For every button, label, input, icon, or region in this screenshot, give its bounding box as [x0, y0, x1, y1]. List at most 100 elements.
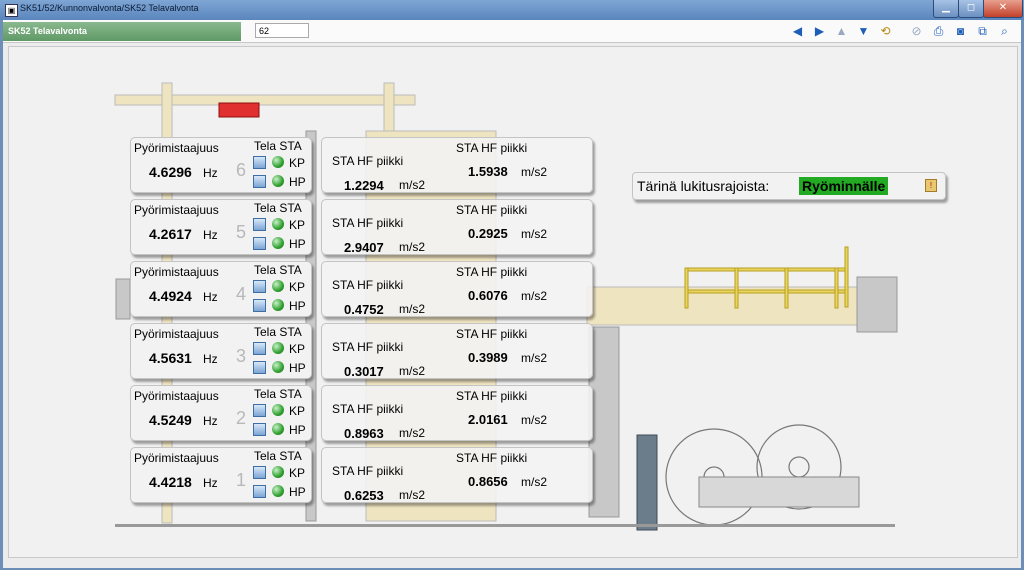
- history-icon: ⟲: [880, 24, 891, 38]
- hf-peak-label: STA HF piikki: [332, 216, 404, 230]
- frequency-label: Pyörimistaajuus: [134, 389, 219, 403]
- hf-peak-label: STA HF piikki: [456, 265, 528, 279]
- trend-chart-icon[interactable]: [253, 466, 266, 479]
- ms2-unit: m/s2: [521, 289, 548, 303]
- hf-peak-right-value: 0.3989: [468, 350, 508, 365]
- print-button[interactable]: ⎙: [930, 23, 947, 39]
- ms2-unit: m/s2: [521, 165, 548, 179]
- hf-peak-right-value: 0.6076: [468, 288, 508, 303]
- location-input[interactable]: 62: [255, 23, 309, 38]
- trend-chart-icon[interactable]: [253, 218, 266, 231]
- hf-peak-label: STA HF piikki: [332, 340, 404, 354]
- history-button[interactable]: ⟲: [877, 23, 894, 39]
- trend-chart-icon[interactable]: [253, 299, 266, 312]
- back-button[interactable]: ◀: [789, 23, 806, 39]
- ms2-unit: m/s2: [399, 364, 426, 378]
- hf-peak-label: STA HF piikki: [332, 402, 404, 416]
- find-icon: ⌕: [1001, 24, 1008, 38]
- trend-chart-icon[interactable]: [253, 342, 266, 355]
- find-button[interactable]: ⌕: [996, 23, 1013, 39]
- hf-peak-label: STA HF piikki: [332, 464, 404, 478]
- hz-unit: Hz: [203, 166, 218, 180]
- hz-unit: Hz: [203, 228, 218, 242]
- maximize-icon: ◻: [966, 2, 976, 13]
- frequency-label: Pyörimistaajuus: [134, 203, 219, 217]
- hf-peak-label: STA HF piikki: [456, 203, 528, 217]
- refresh-button[interactable]: ⊘: [908, 23, 925, 39]
- forward-button[interactable]: ▶: [811, 23, 828, 39]
- kp-label: KP: [289, 280, 306, 294]
- hf-peak-left-value: 0.3017: [344, 364, 384, 379]
- kp-label: KP: [289, 404, 306, 418]
- ms2-unit: m/s2: [521, 475, 548, 489]
- kp-status-icon: [272, 218, 284, 230]
- kp-status-icon: [272, 280, 284, 292]
- hz-unit: Hz: [203, 414, 218, 428]
- trend-chart-icon[interactable]: [253, 156, 266, 169]
- frequency-value: 4.5631: [149, 350, 192, 366]
- kp-label: KP: [289, 156, 306, 170]
- hp-label: HP: [289, 237, 306, 251]
- hp-label: HP: [289, 361, 306, 375]
- hf-peak-left-value: 1.2294: [344, 178, 384, 193]
- hf-peak-right-value: 1.5938: [468, 164, 508, 179]
- ms2-unit: m/s2: [399, 426, 426, 440]
- minimize-button[interactable]: ▁: [933, 0, 959, 18]
- trend-chart-icon[interactable]: [253, 423, 266, 436]
- camera-button[interactable]: ◙: [952, 23, 969, 39]
- up-button[interactable]: ▲: [833, 23, 850, 39]
- hf-peak-label: STA HF piikki: [456, 451, 528, 465]
- client-area: SK52 Telavalvonta 62 ◀ ▶ ▲ ▼ ⟲ ⊘ ⎙ ◙ ⧉ ⌕: [3, 20, 1021, 568]
- hp-status-icon: [272, 237, 284, 249]
- compare-button[interactable]: ⧉: [974, 23, 991, 39]
- roll-number: 5: [236, 222, 247, 242]
- hp-status-icon: [272, 485, 284, 497]
- tela-sta-label: Tela STA: [254, 325, 302, 339]
- hp-label: HP: [289, 175, 306, 189]
- ms2-unit: m/s2: [399, 178, 426, 192]
- hf-peak-left-value: 0.4752: [344, 302, 384, 317]
- breadcrumb[interactable]: SK52 Telavalvonta: [3, 22, 241, 41]
- trend-chart-icon[interactable]: [253, 361, 266, 374]
- maximize-button[interactable]: ◻: [958, 0, 984, 18]
- alarm-note-icon[interactable]: !: [925, 179, 937, 192]
- tela-sta-label: Tela STA: [254, 201, 302, 215]
- window-title: SK51/52/Kunnonvalvonta/SK52 Telavalvonta: [20, 3, 199, 13]
- hf-peak-label: STA HF piikki: [332, 154, 404, 168]
- hp-status-icon: [272, 423, 284, 435]
- trend-chart-icon[interactable]: [253, 237, 266, 250]
- camera-icon: ◙: [956, 24, 965, 38]
- hf-peak-right-value: 0.2925: [468, 226, 508, 241]
- tela-sta-label: Tela STA: [254, 263, 302, 277]
- trend-chart-icon[interactable]: [253, 175, 266, 188]
- kp-status-icon: [272, 156, 284, 168]
- trend-chart-icon[interactable]: [253, 485, 266, 498]
- frequency-label: Pyörimistaajuus: [134, 451, 219, 465]
- kp-status-icon: [272, 466, 284, 478]
- trend-chart-icon[interactable]: [253, 404, 266, 417]
- compare-icon: ⧉: [978, 24, 987, 38]
- vibration-status: Ryöminnälle: [799, 177, 889, 195]
- roll-number: 2: [236, 408, 247, 428]
- ms2-unit: m/s2: [399, 488, 426, 502]
- trend-chart-icon[interactable]: [253, 280, 266, 293]
- window-titlebar[interactable]: ▣ SK51/52/Kunnonvalvonta/SK52 Telavalvon…: [0, 0, 1024, 20]
- hp-status-icon: [272, 299, 284, 311]
- close-button[interactable]: ✕: [983, 0, 1023, 18]
- hf-peak-right-value: 2.0161: [468, 412, 508, 427]
- refresh-icon: ⊘: [911, 24, 922, 38]
- down-button[interactable]: ▼: [855, 23, 872, 39]
- arrow-down-icon: ▼: [857, 24, 870, 38]
- ms2-unit: m/s2: [521, 413, 548, 427]
- frequency-value: 4.4924: [149, 288, 192, 304]
- hp-status-icon: [272, 175, 284, 187]
- tela-sta-label: Tela STA: [254, 139, 302, 153]
